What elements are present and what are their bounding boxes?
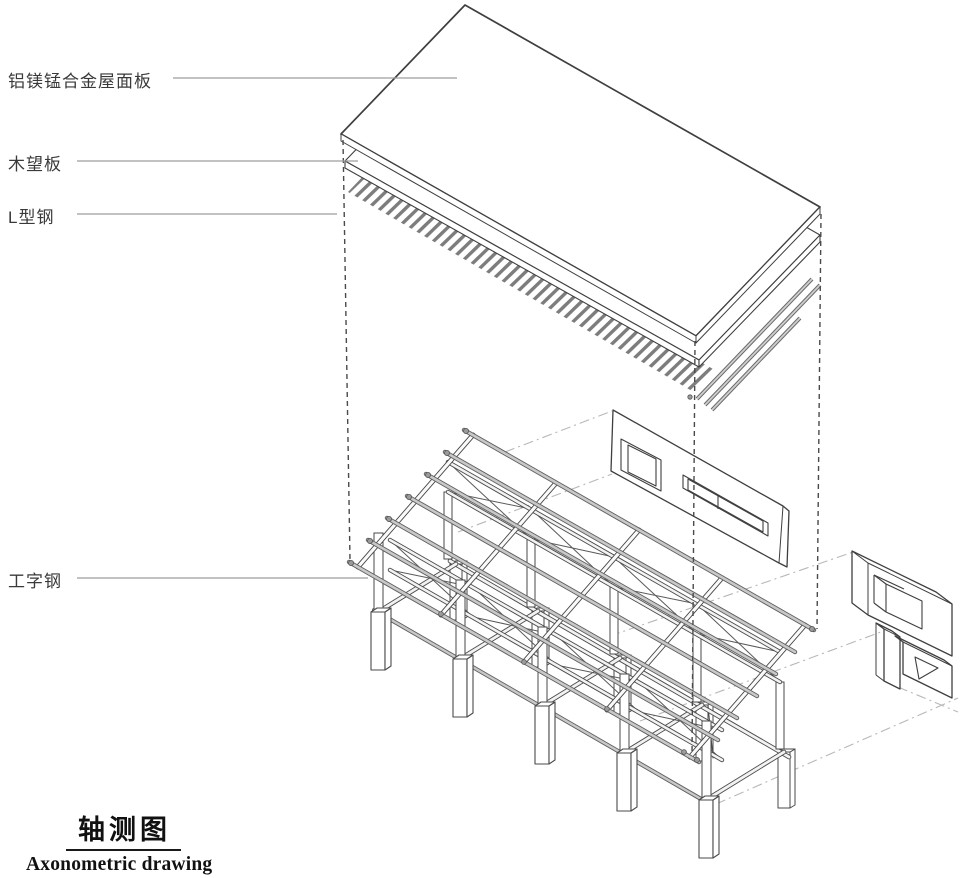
guide-from-frame-corner bbox=[715, 697, 959, 805]
projection-right bbox=[816, 213, 822, 630]
drawing-title-en: Axonometric drawing bbox=[26, 854, 213, 875]
roof-purlins bbox=[346, 427, 817, 765]
label-i-beam: 工字钢 bbox=[8, 572, 62, 591]
column bbox=[534, 701, 556, 765]
l-steel-side-rails bbox=[695, 277, 822, 412]
wall-panel-window-small bbox=[620, 438, 662, 492]
l-steel-purlins-drawing bbox=[348, 170, 822, 412]
guide-to-corner-element-top bbox=[609, 550, 857, 637]
bolts bbox=[347, 394, 816, 764]
wall-panel-window-long bbox=[682, 474, 769, 537]
wood-board-right-edge bbox=[698, 234, 821, 368]
guide-from-corner-element bbox=[897, 686, 959, 713]
label-l-steel: L型钢 bbox=[8, 208, 55, 227]
corner-element-drawing bbox=[851, 550, 953, 699]
column bbox=[777, 748, 796, 809]
title-block: 轴测图 Axonometric drawing bbox=[26, 808, 246, 876]
l-steel-comb bbox=[348, 170, 713, 391]
wall-panel-drawing bbox=[610, 409, 790, 568]
column bbox=[698, 795, 720, 859]
upper-front-posts bbox=[373, 532, 712, 801]
roof-panel-drawing bbox=[340, 4, 821, 344]
truss-chords bbox=[387, 537, 725, 763]
projection-middle bbox=[691, 340, 696, 756]
wall-panel-edge bbox=[778, 505, 784, 564]
column bbox=[616, 748, 638, 812]
corner-element-leg bbox=[875, 622, 901, 690]
projection-left bbox=[342, 139, 351, 561]
guide-to-wall-panel-top bbox=[504, 410, 613, 453]
label-roof-panel: 铝镁锰合金屋面板 bbox=[8, 72, 152, 91]
drawing-title-zh: 轴测图 bbox=[66, 808, 181, 851]
roof-panel-right-edge bbox=[695, 206, 821, 344]
leader-lines bbox=[77, 77, 457, 579]
front-columns bbox=[370, 607, 720, 859]
dashed-projection-lines bbox=[342, 139, 822, 756]
column bbox=[370, 607, 392, 671]
corner-element-lower-loop bbox=[894, 635, 953, 699]
column bbox=[452, 654, 474, 718]
corner-element-hole bbox=[873, 574, 923, 630]
label-wood-board: 木望板 bbox=[8, 155, 62, 174]
steel-frame-drawing bbox=[346, 394, 817, 859]
